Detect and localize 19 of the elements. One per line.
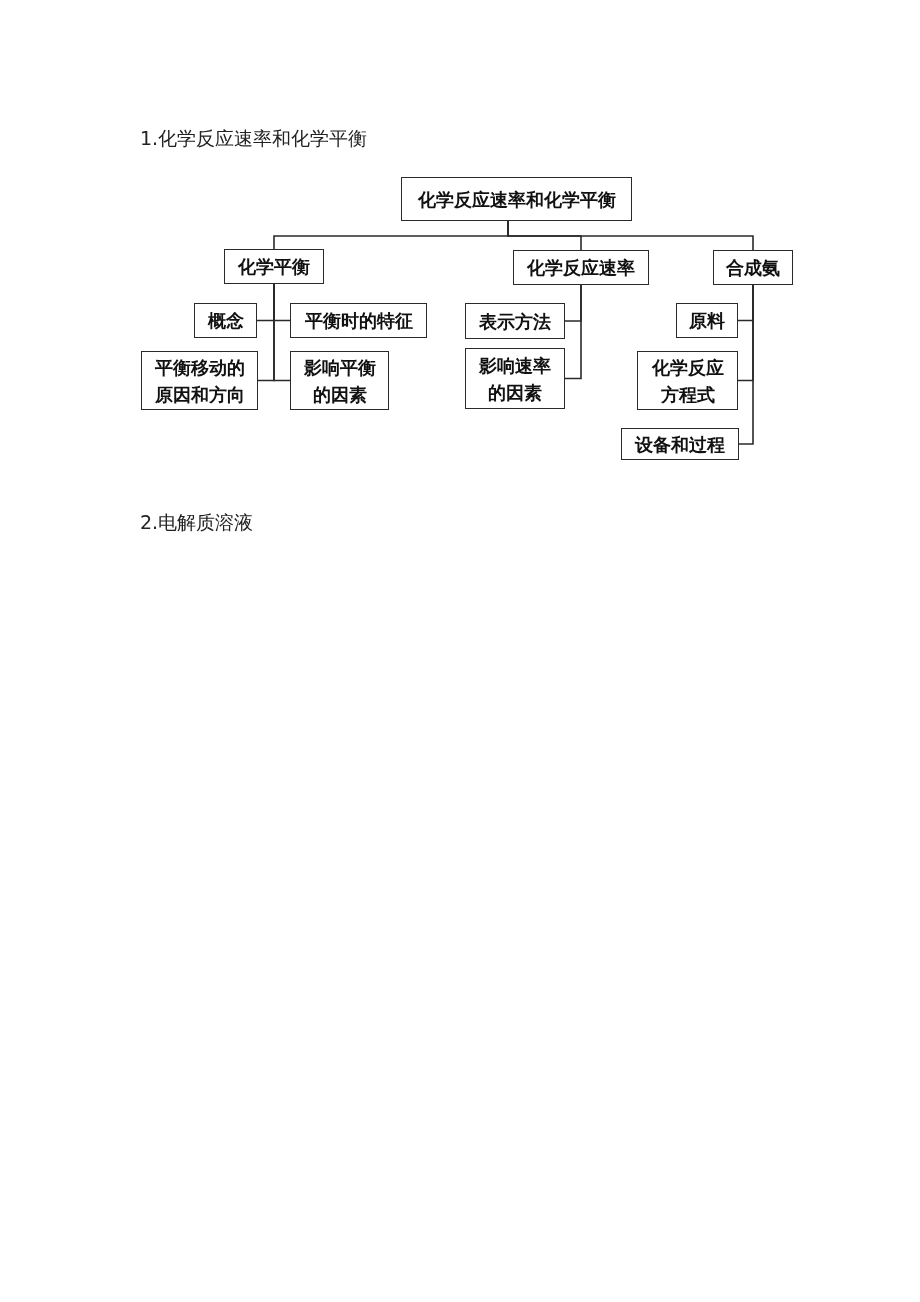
connector-line [273, 283, 291, 382]
root-box: 化学反应速率和化学平衡 [401, 177, 632, 221]
section-heading: 2.电解质溶液 [140, 510, 254, 534]
leaf-box: 影响平衡的因素 [290, 351, 389, 410]
connector-line [738, 284, 754, 445]
leaf-box: 表示方法 [465, 303, 565, 339]
leaf-box: 平衡时的特征 [290, 303, 427, 338]
leaf-box: 原料 [676, 303, 738, 338]
section-heading: 1.化学反应速率和化学平衡 [140, 126, 368, 150]
branch-box: 化学平衡 [224, 249, 324, 284]
leaf-box: 设备和过程 [621, 428, 739, 460]
leaf-box: 化学反应方程式 [637, 351, 738, 410]
leaf-box: 平衡移动的原因和方向 [141, 351, 258, 410]
branch-box: 合成氨 [713, 250, 793, 285]
leaf-box: 概念 [194, 303, 257, 338]
branch-box: 化学反应速率 [513, 250, 649, 285]
connector-line [564, 284, 582, 380]
connector-line [507, 220, 754, 251]
leaf-box: 影响速率的因素 [465, 348, 565, 409]
